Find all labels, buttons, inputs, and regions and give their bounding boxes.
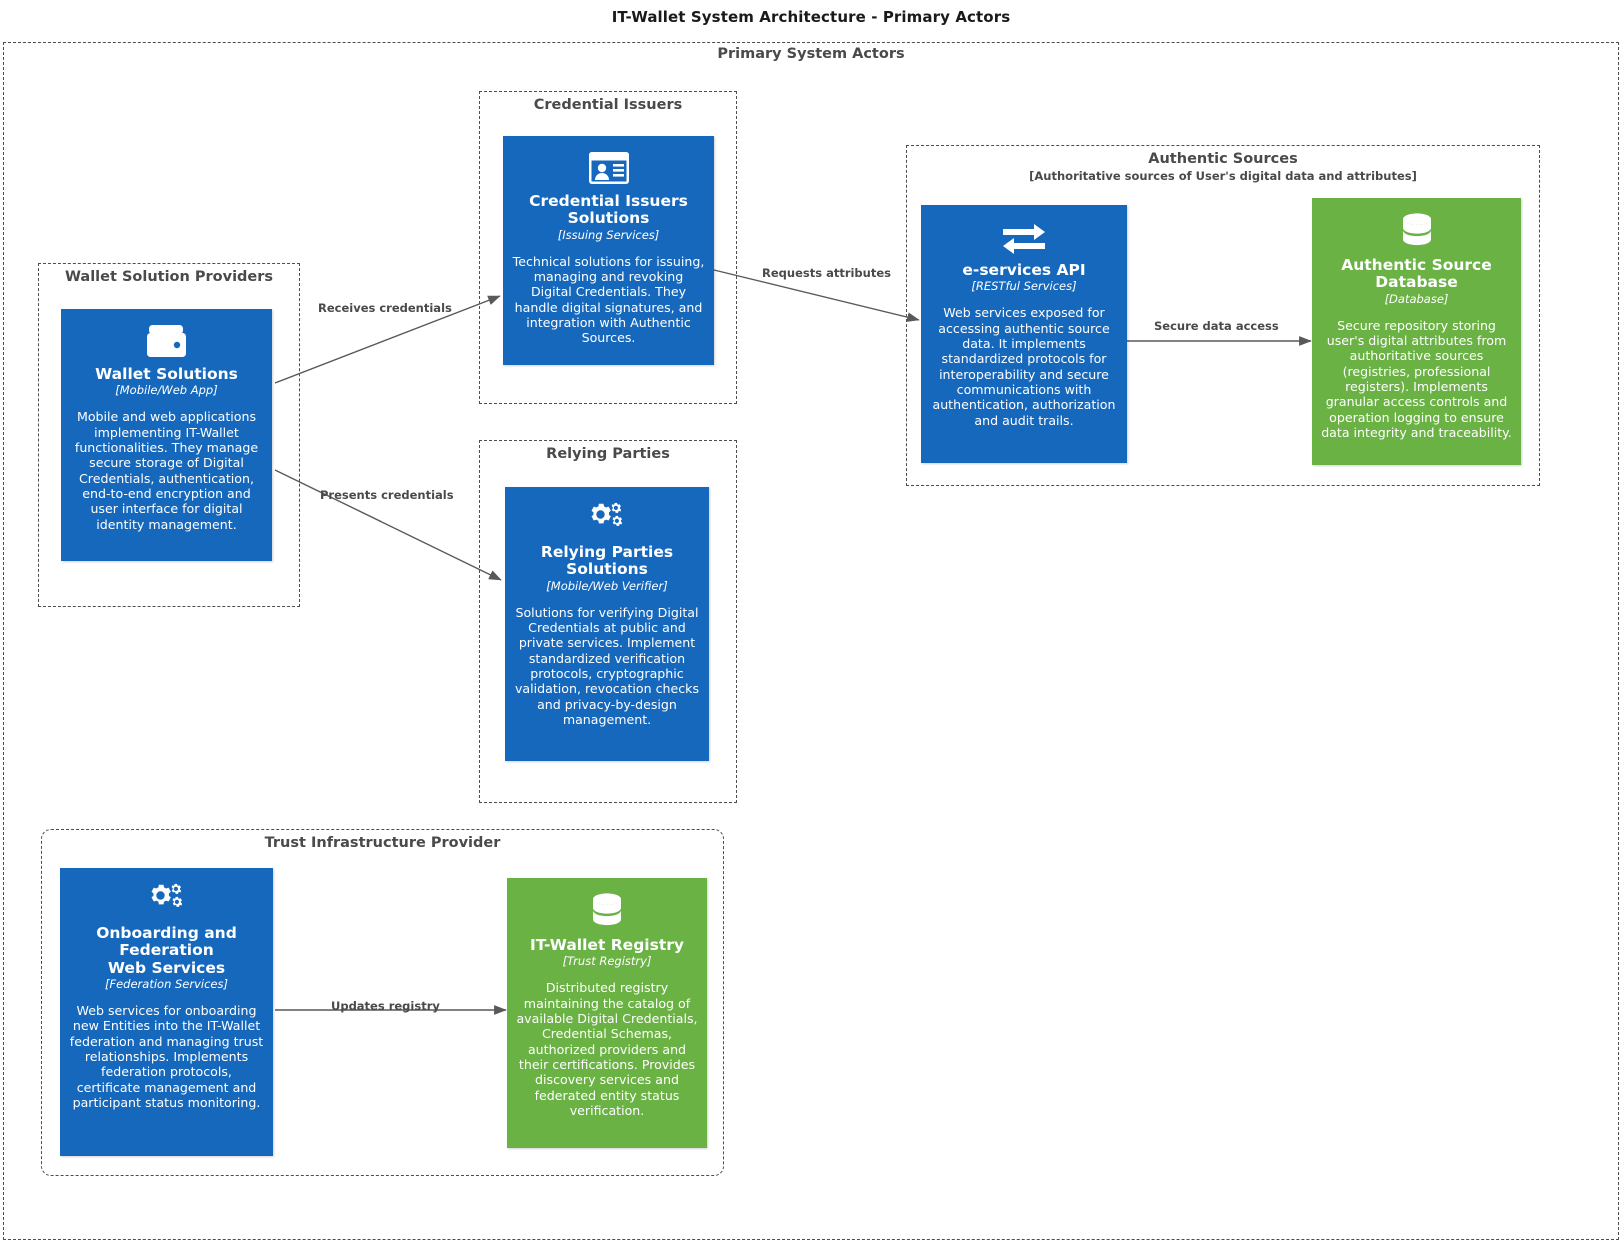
node-stereotype: [Trust Registry] [562,954,652,969]
gears-icon [145,882,189,918]
edge-label-receives-credentials: Receives credentials [318,301,452,315]
node-itwallet-registry[interactable]: IT-Wallet Registry [Trust Registry] Dist… [507,878,707,1148]
node-description: Web services for onboarding new Entities… [69,1002,264,1111]
group-relying-parties [479,440,737,803]
node-title: Credential Issuers Solutions [529,192,688,228]
page-title: IT-Wallet System Architecture - Primary … [611,8,1011,26]
node-description: Technical solutions for issuing, managin… [512,253,705,346]
group-primary-system-actors-title: Primary System Actors [717,46,905,62]
node-title-line1: Onboarding and Federation [96,924,237,960]
node-authentic-source-database[interactable]: Authentic Source Database [Database] Sec… [1312,198,1521,465]
node-stereotype: [Issuing Services] [557,227,660,242]
node-stereotype: [RESTful Services] [971,279,1077,294]
group-relying-parties-title: Relying Parties [546,446,670,462]
node-credential-issuers-solutions[interactable]: Credential Issuers Solutions [Issuing Se… [503,136,714,365]
group-wallet-solution-providers-title: Wallet Solution Providers [64,269,274,285]
edge-label-secure-data-access: Secure data access [1154,319,1279,333]
node-title: Wallet Solutions [95,365,238,383]
node-title: Onboarding and Federation Web Services [69,924,264,977]
node-description: Secure repository storing user's digital… [1321,317,1512,441]
node-stereotype: [Federation Services] [105,977,228,992]
node-description: Web services exposed for accessing authe… [932,305,1116,428]
node-stereotype: [Database] [1384,291,1449,306]
node-title: Relying Parties Solutions [540,543,674,579]
edge-label-updates-registry: Updates registry [331,999,440,1013]
edge-requests-attributes [713,269,920,322]
group-trust-infrastructure-provider [41,829,724,1176]
exchange-arrows-icon [1001,219,1047,255]
wallet-icon [146,323,188,359]
edge-receives-credentials [274,295,501,384]
group-wallet-solution-providers [38,263,300,607]
group-credential-issuers [479,91,737,404]
group-trust-infrastructure-provider-title: Trust Infrastructure Provider [264,835,501,851]
node-stereotype: [Mobile/Web Verifier] [546,578,668,593]
edge-label-presents-credentials: Presents credentials [320,488,454,502]
edge-label-requests-attributes: Requests attributes [762,266,891,280]
group-authentic-sources-subtitle: [Authoritative sources of User's digital… [1029,169,1417,183]
node-title: Authentic Source Database [1341,256,1492,292]
id-card-icon [587,150,631,186]
node-title-line2: Web Services [107,958,226,977]
node-relying-parties-solutions[interactable]: Relying Parties Solutions [Mobile/Web Ve… [505,487,709,761]
database-icon [587,892,627,930]
node-title: IT-Wallet Registry [530,936,684,954]
node-description: Distributed registry maintaining the cat… [516,980,698,1119]
group-credential-issuers-title: Credential Issuers [533,97,683,113]
node-title: e-services API [962,261,1086,279]
edge-presents-credentials [274,469,502,581]
node-stereotype: [Mobile/Web App] [115,383,218,398]
group-authentic-sources-title: Authentic Sources [1148,151,1298,167]
node-wallet-solutions[interactable]: Wallet Solutions [Mobile/Web App] Mobile… [61,309,272,561]
gears-icon [585,501,629,537]
node-onboarding-federation-web-services[interactable]: Onboarding and Federation Web Services [… [60,868,273,1156]
node-description: Mobile and web applications implementing… [74,409,259,532]
node-description: Solutions for verifying Digital Credenti… [514,604,700,728]
group-primary-system-actors [3,42,1619,1240]
node-eservices-api[interactable]: e-services API [RESTful Services] Web se… [921,205,1127,463]
database-icon [1397,212,1437,250]
